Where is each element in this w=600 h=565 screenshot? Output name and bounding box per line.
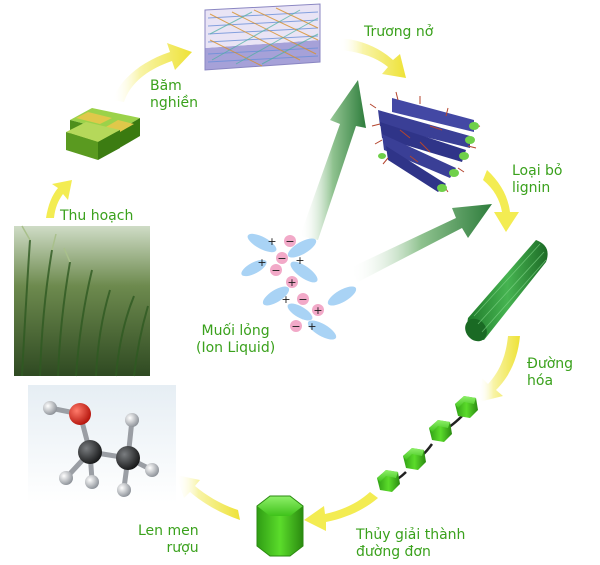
cellulose-rod: [465, 240, 548, 342]
ionic-liquid-arrow-right: [350, 204, 492, 282]
label-harvest: Thu hoạch: [60, 208, 134, 224]
glucose-chain: [377, 396, 478, 492]
layered-fiber-illustration: [204, 3, 321, 71]
plus-sign: +: [287, 276, 296, 289]
ionic-liquid-particles: [241, 233, 357, 340]
label-swelling: Trương nở: [364, 24, 434, 40]
label-fermentation: Len men rượu: [138, 523, 199, 556]
minus-sign: −: [291, 320, 300, 333]
cycle-arrow-layers-to-swelling: [340, 38, 406, 78]
plus-sign: +: [257, 256, 266, 269]
ethanol-molecule: [28, 385, 176, 503]
cycle-arrow-swelling-to-delignify: [483, 170, 519, 232]
ion-signs: − + − + + − + + − + − +: [257, 235, 322, 333]
label-delignification: Loại bỏ lignin: [512, 163, 563, 196]
chain-hexagon-3: [429, 420, 452, 442]
plus-sign: +: [267, 235, 276, 248]
chain-hexagon-1: [377, 470, 400, 492]
cycle-arrow-rod-to-hydrolysis: [479, 336, 520, 402]
label-grinding: Băm nghiền: [150, 78, 199, 111]
cycle-arrow-chain-to-hexagon: [304, 492, 378, 531]
chain-hexagon-2: [403, 448, 426, 470]
minus-sign: −: [298, 293, 307, 306]
cycle-arrow-harvest-to-grind: [46, 180, 72, 218]
ionic-liquid-arrow-up: [300, 80, 366, 240]
chain-hexagon-4: [455, 396, 478, 418]
chopped-biomass-blocks: [66, 108, 140, 160]
label-ionic-liquid: Muối lỏng (Ion Liquid): [196, 323, 276, 356]
plus-sign: +: [295, 254, 304, 267]
minus-sign: −: [277, 252, 286, 265]
glucose-hexagon: [256, 495, 304, 557]
plus-sign: +: [281, 293, 290, 306]
plus-sign: +: [307, 320, 316, 333]
label-hydrolysis: Thủy giải thành đường đơn: [356, 527, 466, 560]
minus-sign: −: [285, 235, 294, 248]
swollen-fiber-bundle: [369, 91, 481, 193]
cycle-arrow-grind-to-layers: [112, 43, 192, 102]
cycle-arrow-hexagon-to-fermentation: [176, 475, 240, 520]
minus-sign: −: [271, 264, 280, 277]
label-saccharification: Đường hóa: [527, 356, 574, 389]
plus-sign: +: [313, 304, 322, 317]
harvest-grass-photo: [14, 225, 150, 377]
